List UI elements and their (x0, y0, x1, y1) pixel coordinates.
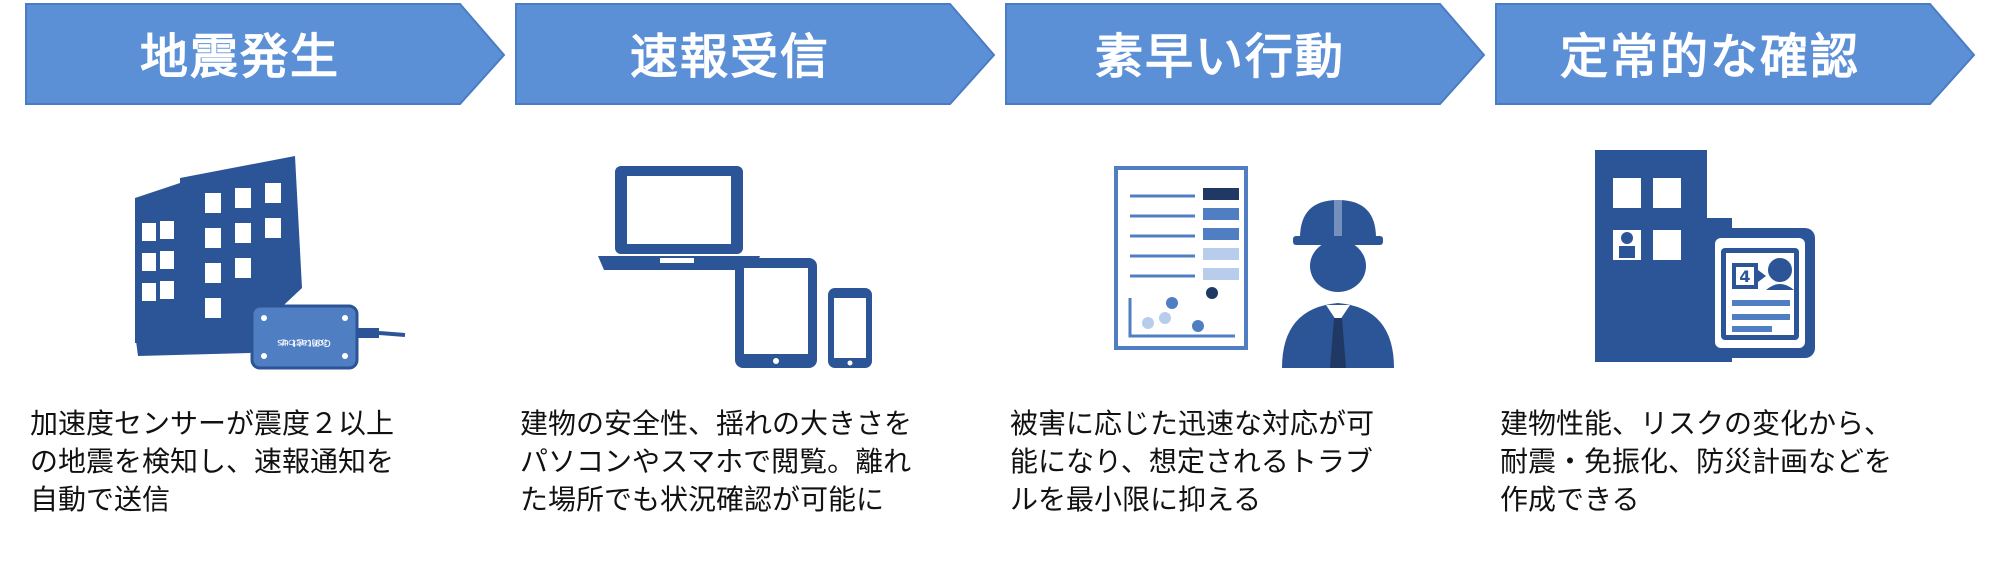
step-title: 素早い行動 (1094, 29, 1345, 85)
step-description: 加速度センサーが震度２以上 の地震を検知し、速報通知を 自動で送信 (30, 407, 395, 516)
step-arrow: 素早い行動 (1000, 0, 1490, 110)
arrow-shape (1495, 3, 1976, 105)
step-description: 被害に応じた迅速な対応が可 能になり、想定されるトラブ ルを最小限に抑える (1010, 407, 1375, 516)
arrow-shape (1005, 3, 1486, 105)
report-badge: 4 (1739, 267, 1750, 286)
step-quick-action: 素早い行動 (1000, 0, 1490, 587)
step-title: 地震発生 (139, 29, 340, 85)
step-arrow: 速報受信 (510, 0, 1000, 110)
step-earthquake: 地震発生 (20, 0, 510, 587)
step-arrow: 定常的な確認 (1490, 0, 1980, 110)
building-report-icon: 4 (1490, 138, 1980, 383)
earthquake-building-sensor-icon: Contact us お問い合わせ (20, 138, 510, 383)
step-alert-received: 速報受信 建物の安全性、揺れの大きさを パソコンやスマホで閲覧。離れ た場所でも… (510, 0, 1000, 587)
step-description: 建物の安全性、揺れの大きさを パソコンやスマホで閲覧。離れ た場所でも状況確認が… (520, 407, 913, 516)
step-title: 速報受信 (629, 29, 830, 85)
step-regular-check: 定常的な確認 4 (1490, 0, 1980, 587)
step-arrow: 地震発生 (20, 0, 510, 110)
arrow-shape (25, 3, 506, 105)
step-description: 建物性能、リスクの変化から、 耐震・免振化、防災計画などを 作成できる (1500, 407, 1893, 516)
arrow-shape (515, 3, 996, 105)
step-title: 定常的な確認 (1559, 29, 1860, 85)
devices-icon (510, 138, 1000, 383)
sensor-label: Contact us (277, 337, 331, 348)
report-worker-icon (1000, 138, 1490, 383)
sensor-label-sub: お問い合わせ (280, 338, 328, 348)
